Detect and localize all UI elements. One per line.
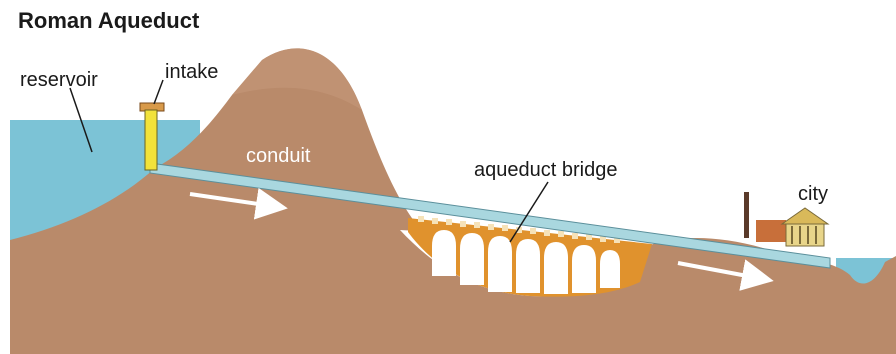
intake-label: intake: [165, 61, 218, 83]
conduit-label: conduit: [246, 145, 311, 167]
ground: [10, 48, 896, 354]
diagram-title: Roman Aqueduct: [18, 8, 200, 33]
aqueduct-bridge-label: aqueduct bridge: [474, 159, 617, 181]
intake-leader-line: [154, 80, 163, 104]
reservoir-label: reservoir: [20, 69, 98, 91]
city-label: city: [798, 183, 828, 205]
